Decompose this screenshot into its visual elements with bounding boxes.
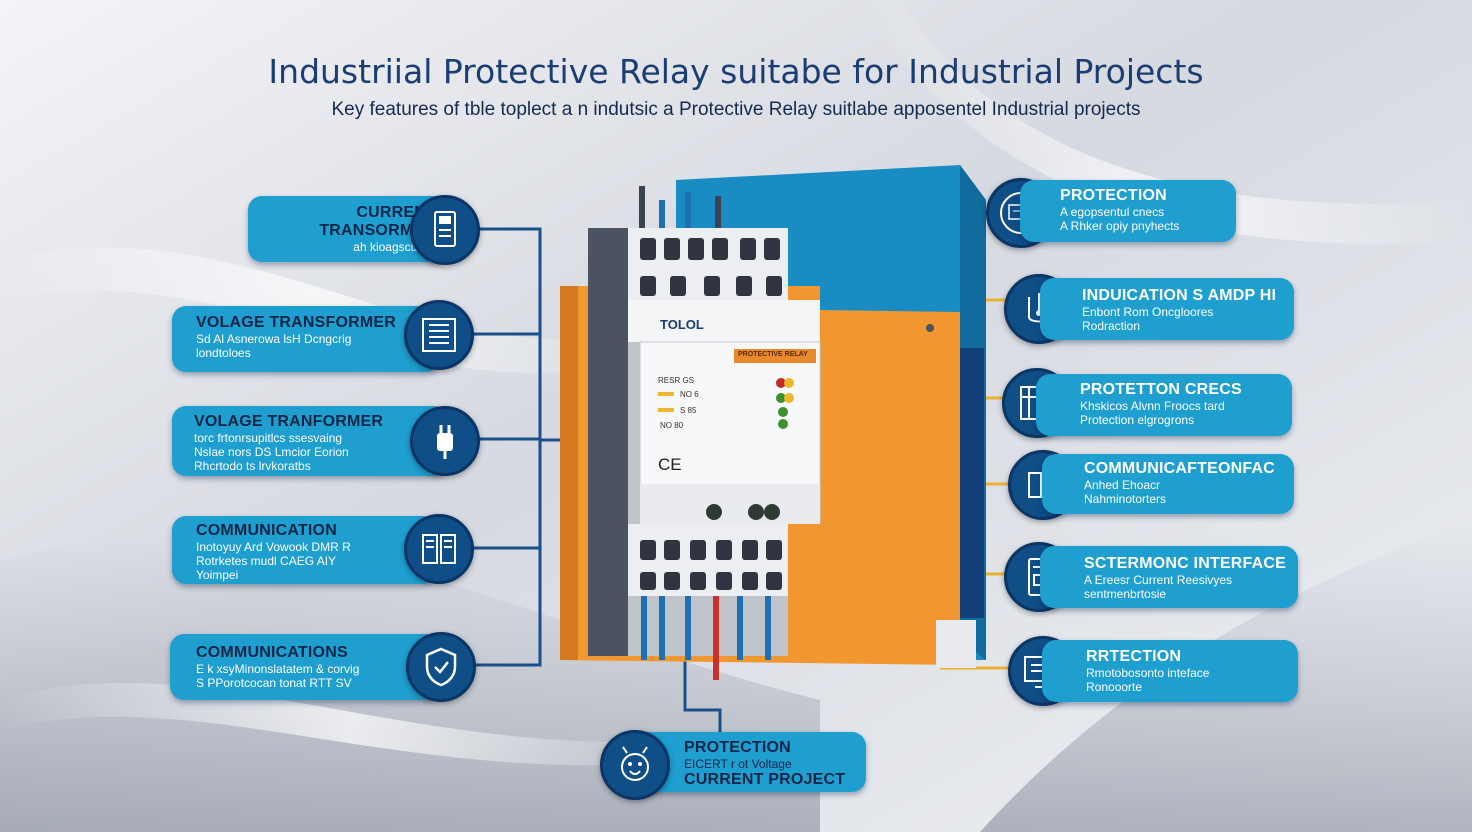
feature-card-protetton-crecs[interactable]: PROTETTON CRECS Khskicos Alvnn Froocs ta… [1036, 374, 1292, 436]
card-desc-2: Rodraction [1082, 319, 1141, 333]
card-desc-1: A egopsentul cnecs [1060, 205, 1165, 219]
card-title: PROTECTION [684, 739, 791, 756]
feature-card-voltage-tranformer[interactable]: VOLAGE TRANFORMER torc frtonrsupitlcs ss… [172, 406, 448, 476]
card-desc-1: Rmotobosonto inteface [1086, 666, 1210, 680]
card-title: PROTECTION [1060, 187, 1167, 204]
feature-card-voltage-transformer[interactable]: VOLAGE TRANSFORMER Sd Al Asnerowa lsH Dc… [172, 306, 440, 372]
card-desc-2: A Rhker opiy pnyhects [1060, 219, 1180, 233]
card-title: PROTETTON CRECS [1080, 381, 1242, 398]
card-line2: EICERT r ot Voltage [684, 757, 792, 771]
card-desc-1: Sd Al Asnerowa lsH Dcngcrig [196, 332, 352, 346]
card-desc-1: E k xsyMinonslatatem & corvig [196, 662, 360, 676]
voltage-plug-icon [410, 406, 480, 476]
device-row-3: S 85 [680, 406, 697, 415]
card-title: SCTERMONC INTERFACE [1084, 555, 1287, 572]
card-title: RRTECTION [1086, 648, 1182, 665]
card-desc-1: Khskicos Alvnn Froocs tard [1080, 399, 1225, 413]
card-desc-2: sentmenbrtosie [1084, 587, 1167, 601]
card-desc-3: Yoimpei [196, 568, 239, 582]
communication-module-icon [404, 514, 474, 584]
device-label-strip: PROTECTIVE RELAY [738, 351, 808, 358]
card-desc-2: londtoloes [196, 346, 251, 360]
device-brand: TOLOL [660, 317, 704, 332]
feature-card-communicafteonfac[interactable]: COMMUNICAFTEONFAC Anhed Ehoacr Nahminoto… [1042, 454, 1294, 514]
page-title: Industriial Protective Relay suitabe for… [268, 52, 1204, 91]
card-title: INDUICATION S AMDP HI [1082, 287, 1277, 304]
device-row-2: NO 6 [680, 390, 699, 399]
card-desc-1: torc frtonrsupitlcs ssesvaing [194, 431, 343, 445]
device-row-1: RESR GS [658, 376, 695, 385]
feature-card-sctermonc-interface[interactable]: SCTERMONC INTERFACE A Ereesr Current Ree… [1040, 546, 1298, 608]
current-clamp-icon [600, 730, 670, 800]
card-desc-2: Nslae nors DS Lmcior Eorion [194, 445, 349, 459]
card-desc-2: Nahminotorters [1084, 492, 1167, 506]
card-desc-2: Rotrketes mudl CAEG AIY [196, 554, 337, 568]
card-desc-1: Anhed Ehoacr [1084, 478, 1161, 492]
shield-check-icon [406, 632, 476, 702]
feature-card-rrtection[interactable]: RRTECTION Rmotobosonto inteface Ronooort… [1042, 640, 1298, 702]
card-desc-1: Enbont Rom Oncgloores [1082, 305, 1214, 319]
transformer-panel-icon [404, 300, 474, 370]
card-title: COMMUNICATIONS [196, 644, 348, 661]
ce-mark: CE [658, 455, 682, 474]
card-title: COMMUNICAFTEONFAC [1084, 460, 1275, 477]
current-meter-icon [410, 195, 480, 265]
feature-card-communications[interactable]: COMMUNICATIONS E k xsyMinonslatatem & co… [170, 634, 440, 700]
card-desc-2: Protection elgrogrons [1080, 413, 1195, 427]
feature-card-induication[interactable]: INDUICATION S AMDP HI Enbont Rom Oncgloo… [1040, 278, 1294, 340]
page-subtitle: Key features of tble toplect a n indutsi… [331, 99, 1141, 120]
card-desc-1: A Ereesr Current Reesivyes [1084, 573, 1233, 587]
card-desc-3: Rhcrtodo ts lrvkoratbs [194, 459, 311, 473]
card-title-line2: TRANSORMER [319, 222, 436, 239]
card-title: VOLAGE TRANSFORMER [196, 314, 397, 331]
device-row-4: NO 80 [660, 421, 684, 430]
card-line3: CURRENT PROJECT [684, 771, 846, 788]
card-title: VOLAGE TRANFORMER [194, 413, 384, 430]
card-desc-2: Ronooorte [1086, 680, 1143, 694]
feature-card-communication[interactable]: COMMUNICATION Inotoyuy Ard Vowook DMR R … [172, 516, 436, 584]
card-desc-2: S PPorotcocan tonat RTT SV [196, 676, 352, 690]
card-desc-1: Inotoyuy Ard Vowook DMR R [196, 540, 351, 554]
card-title: COMMUNICATION [196, 522, 337, 539]
feature-card-protection[interactable]: PROTECTION A egopsentul cnecs A Rhker op… [1020, 180, 1236, 242]
